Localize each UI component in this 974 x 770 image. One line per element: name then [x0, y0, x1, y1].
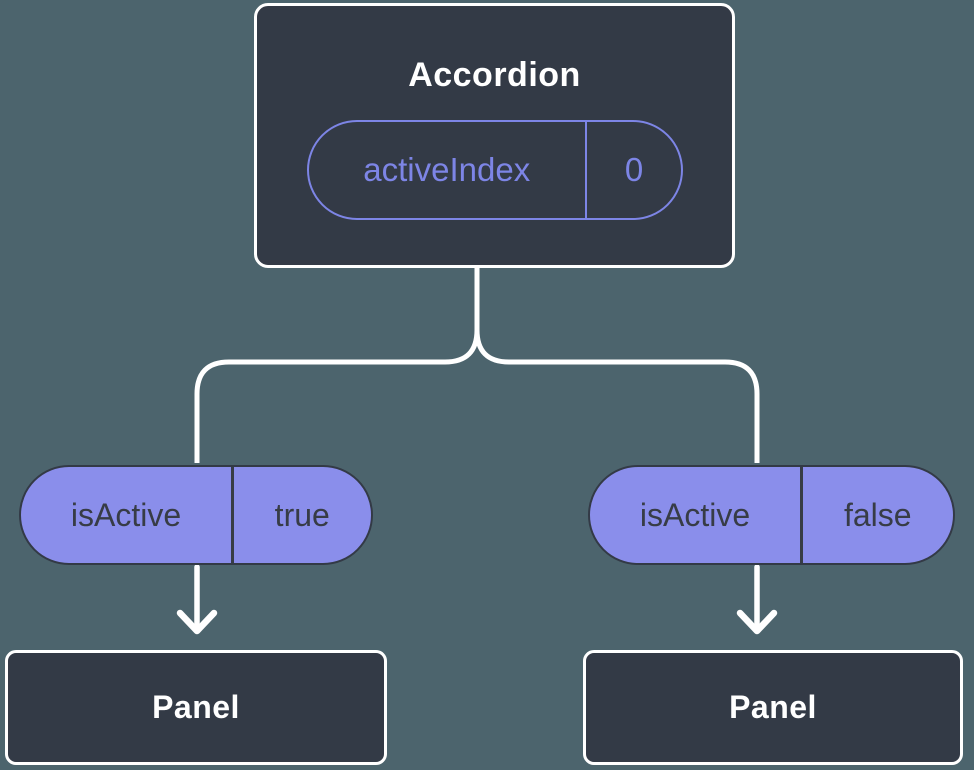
- pill-divider: [584, 122, 587, 218]
- prop-value: true: [274, 496, 330, 533]
- prop-pill-left: isActive true: [19, 465, 373, 565]
- state-value: 0: [624, 151, 644, 188]
- branch-right-line: [474, 268, 760, 463]
- pill-divider: [231, 467, 234, 563]
- component-title: Panel: [729, 689, 817, 725]
- prop-value: false: [843, 496, 912, 533]
- pill-divider: [800, 467, 803, 563]
- arrow-down-icon: [176, 609, 218, 635]
- prop-label: isActive: [639, 496, 751, 533]
- component-title: Panel: [152, 689, 240, 725]
- panel-node-right: Panel: [583, 650, 963, 765]
- accordion-node: Accordion activeIndex 0: [254, 3, 735, 268]
- prop-pill-right: isActive false: [588, 465, 955, 565]
- branch-left-line: [194, 268, 480, 463]
- panel-node-left: Panel: [5, 650, 387, 765]
- state-pill: activeIndex 0: [307, 120, 683, 220]
- state-label: activeIndex: [363, 151, 531, 188]
- arrow-down-icon: [736, 609, 778, 635]
- component-title: Accordion: [408, 56, 581, 94]
- prop-label: isActive: [70, 496, 182, 533]
